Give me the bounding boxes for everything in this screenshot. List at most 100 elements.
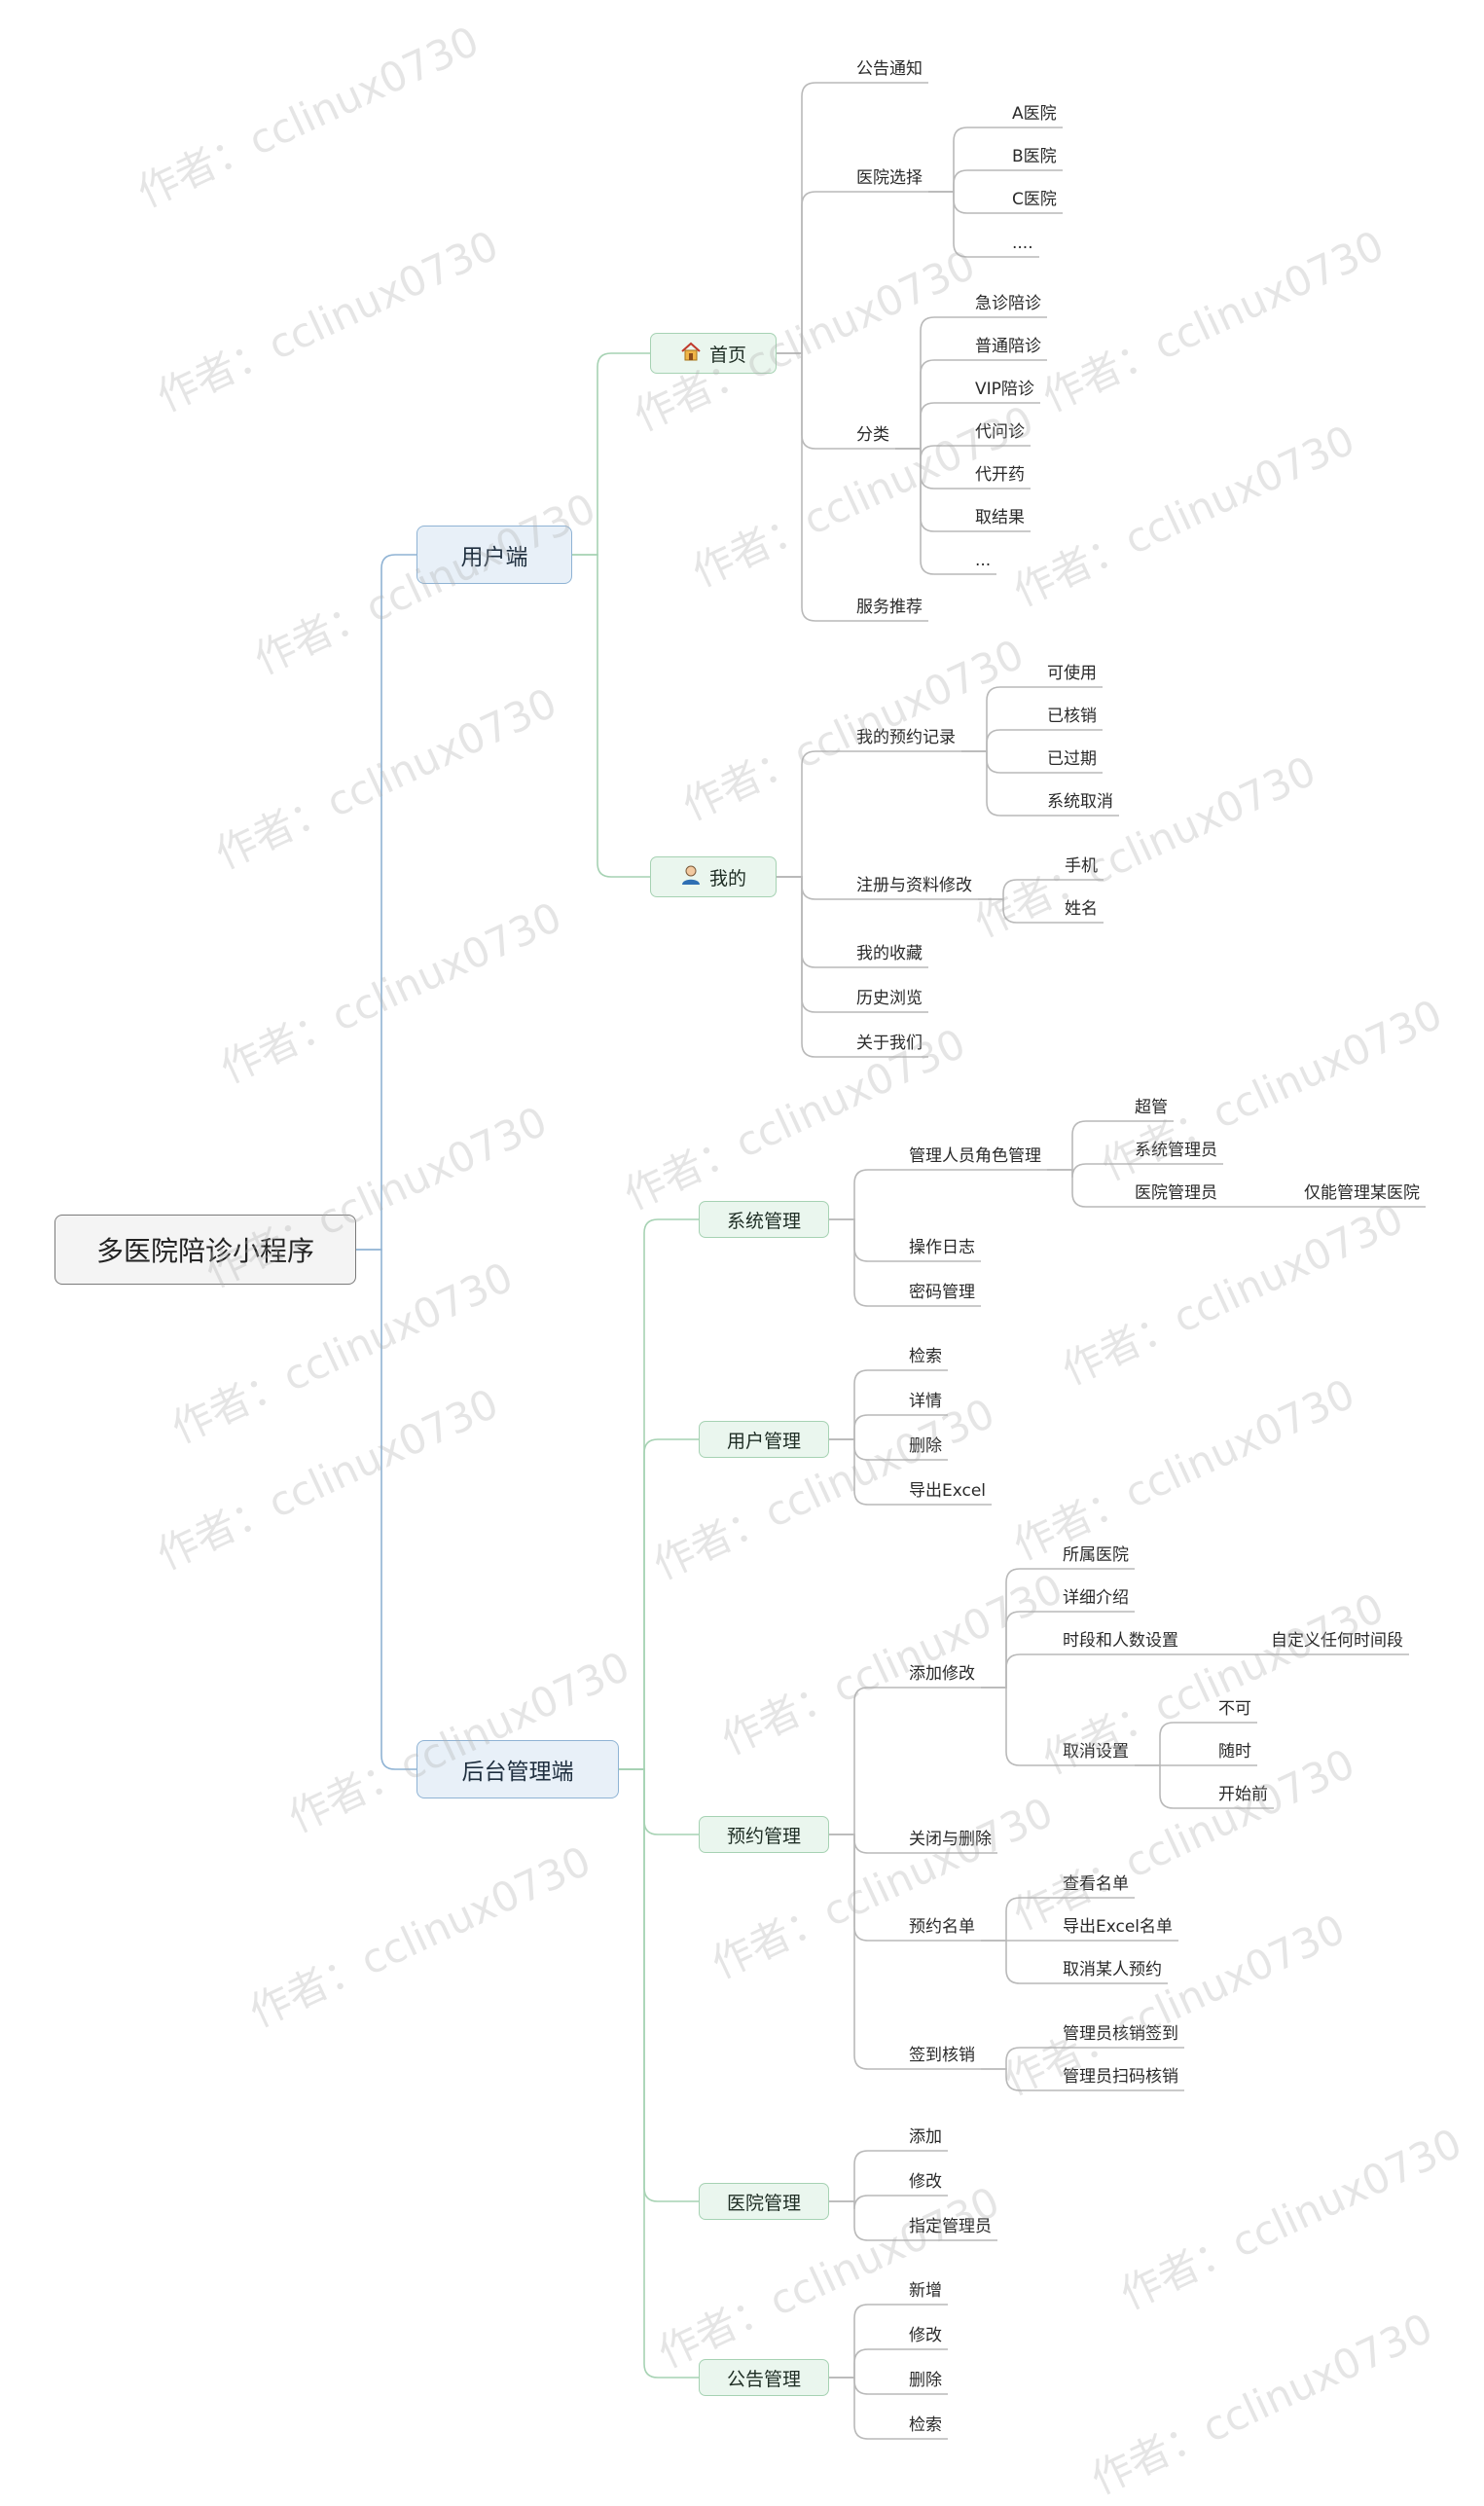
home-label: 首页 — [708, 344, 746, 366]
leaf-history[interactable]: 历史浏览 — [856, 989, 923, 1008]
leaf-category-normal[interactable]: 普通陪诊 — [975, 337, 1041, 356]
leaf-list-export[interactable]: 导出Excel名单 — [1063, 1917, 1174, 1937]
connector-line — [572, 554, 650, 878]
leaf-my-appointments[interactable]: 我的预约记录 — [856, 728, 956, 747]
leaf-booking-hospital[interactable]: 所属医院 — [1063, 1545, 1129, 1565]
connector-line — [1047, 1163, 1127, 1179]
connector-line — [978, 879, 1057, 900]
leaf-booking-edit[interactable]: 添加修改 — [909, 1664, 975, 1684]
leaf-category-consult[interactable]: 代问诊 — [975, 422, 1025, 442]
hospital-management-node[interactable]: 医院管理 — [699, 2183, 829, 2220]
leaf-list-cancel-person[interactable]: 取消某人预约 — [1063, 1960, 1162, 1979]
connector-line — [829, 1687, 901, 1835]
leaf-checkin-verify[interactable]: 管理员核销签到 — [1063, 2024, 1178, 2044]
connector-line — [981, 1897, 1055, 1942]
connector-line — [928, 127, 1004, 193]
leaf-service-recommend[interactable]: 服务推荐 — [856, 598, 923, 617]
leaf-register-phone[interactable]: 手机 — [1065, 856, 1098, 876]
leaf-users-delete[interactable]: 删除 — [909, 1436, 942, 1456]
leaf-hospital-select[interactable]: 医院选择 — [856, 168, 923, 188]
notice-management-node[interactable]: 公告管理 — [699, 2359, 829, 2396]
leaf-appt-cancelled[interactable]: 系统取消 — [1047, 792, 1113, 812]
booking-management-node[interactable]: 预约管理 — [699, 1816, 829, 1853]
leaf-hospital-a[interactable]: A医院 — [1012, 104, 1057, 124]
connector-line — [928, 191, 1004, 214]
leaf-booking-close-delete[interactable]: 关闭与删除 — [909, 1830, 992, 1849]
connector-line — [829, 2377, 901, 2440]
leaf-announcement[interactable]: 公告通知 — [856, 59, 923, 79]
leaf-category-more[interactable]: ... — [975, 551, 992, 570]
leaf-hospitals-assign-admin[interactable]: 指定管理员 — [909, 2217, 992, 2236]
leaf-password[interactable]: 密码管理 — [909, 1283, 975, 1302]
leaf-hospital-c[interactable]: C医院 — [1012, 190, 1057, 209]
leaf-notices-search[interactable]: 检索 — [909, 2415, 942, 2435]
leaf-booking-checkin[interactable]: 签到核销 — [909, 2046, 975, 2065]
leaf-hospital-b[interactable]: B医院 — [1012, 147, 1057, 166]
house-icon — [680, 342, 702, 366]
connector-line — [1135, 1722, 1211, 1766]
leaf-role-sysadmin[interactable]: 系统管理员 — [1135, 1141, 1217, 1160]
leaf-category[interactable]: 分类 — [856, 425, 889, 445]
leaf-appt-verified[interactable]: 已核销 — [1047, 707, 1097, 726]
leaf-cancel-before-start[interactable]: 开始前 — [1218, 1785, 1268, 1804]
connector-line — [777, 876, 849, 1058]
connector-line — [777, 191, 849, 354]
connector-line — [961, 750, 1039, 817]
leaf-users-search[interactable]: 检索 — [909, 1347, 942, 1366]
connector-line — [829, 2304, 901, 2379]
leaf-hospital-more[interactable]: .... — [1012, 234, 1033, 253]
connector-line — [777, 750, 849, 878]
connector-line — [619, 1438, 699, 1770]
connector-line — [895, 448, 967, 575]
leaf-users-export[interactable]: 导出Excel — [909, 1481, 987, 1501]
connector-line — [777, 352, 849, 622]
leaf-category-results[interactable]: 取结果 — [975, 508, 1025, 527]
root-node[interactable]: 多医院陪诊小程序 — [54, 1215, 356, 1285]
leaf-role-hospadmin-note[interactable]: 仅能管理某医院 — [1304, 1183, 1420, 1203]
leaf-users-detail[interactable]: 详情 — [909, 1392, 942, 1411]
leaf-booking-timeslot[interactable]: 时段和人数设置 — [1063, 1631, 1178, 1651]
leaf-oplog[interactable]: 操作日志 — [909, 1238, 975, 1257]
home-node[interactable]: 首页 — [650, 333, 777, 374]
connector-line — [777, 82, 849, 354]
leaf-hospitals-edit[interactable]: 修改 — [909, 2172, 942, 2192]
leaf-checkin-scan[interactable]: 管理员扫码核销 — [1063, 2067, 1178, 2087]
mine-node[interactable]: 我的 — [650, 856, 777, 897]
leaf-role-super[interactable]: 超管 — [1135, 1098, 1168, 1117]
leaf-category-medicine[interactable]: 代开药 — [975, 465, 1025, 485]
leaf-notices-delete[interactable]: 删除 — [909, 2371, 942, 2390]
connector-line — [928, 169, 1004, 193]
user-side-node[interactable]: 用户端 — [416, 526, 572, 584]
leaf-roles[interactable]: 管理人员角色管理 — [909, 1146, 1041, 1166]
connector-line — [356, 554, 416, 1251]
leaf-appt-usable[interactable]: 可使用 — [1047, 664, 1097, 683]
connector-line — [895, 448, 967, 490]
leaf-notices-add[interactable]: 新增 — [909, 2281, 942, 2301]
leaf-category-emergency[interactable]: 急诊陪诊 — [975, 294, 1041, 313]
connector-line — [777, 876, 849, 968]
connector-line — [895, 448, 967, 532]
leaf-about[interactable]: 关于我们 — [856, 1034, 923, 1053]
leaf-booking-cancel[interactable]: 取消设置 — [1063, 1742, 1129, 1761]
connector-line — [829, 1834, 901, 1942]
leaf-category-vip[interactable]: VIP陪诊 — [975, 380, 1034, 399]
leaf-hospitals-add[interactable]: 添加 — [909, 2127, 942, 2147]
leaf-booking-timeslot-note[interactable]: 自定义任何时间段 — [1271, 1631, 1403, 1651]
leaf-booking-list[interactable]: 预约名单 — [909, 1917, 975, 1937]
admin-side-node[interactable]: 后台管理端 — [416, 1740, 619, 1798]
user-management-node[interactable]: 用户管理 — [699, 1421, 829, 1458]
leaf-register[interactable]: 注册与资料修改 — [856, 876, 972, 895]
connector-line — [981, 1687, 1055, 1766]
leaf-booking-detail[interactable]: 详细介绍 — [1063, 1588, 1129, 1608]
leaf-register-name[interactable]: 姓名 — [1065, 899, 1098, 919]
leaf-cancel-never[interactable]: 不可 — [1218, 1699, 1251, 1719]
leaf-cancel-anytime[interactable]: 随时 — [1218, 1742, 1251, 1761]
leaf-favorites[interactable]: 我的收藏 — [856, 944, 923, 963]
leaf-list-view[interactable]: 查看名单 — [1063, 1874, 1129, 1894]
system-management-node[interactable]: 系统管理 — [699, 1201, 829, 1238]
connector-line — [895, 445, 967, 460]
leaf-appt-expired[interactable]: 已过期 — [1047, 749, 1097, 769]
leaf-role-hospadmin[interactable]: 医院管理员 — [1135, 1183, 1217, 1203]
leaf-notices-edit[interactable]: 修改 — [909, 2326, 942, 2345]
